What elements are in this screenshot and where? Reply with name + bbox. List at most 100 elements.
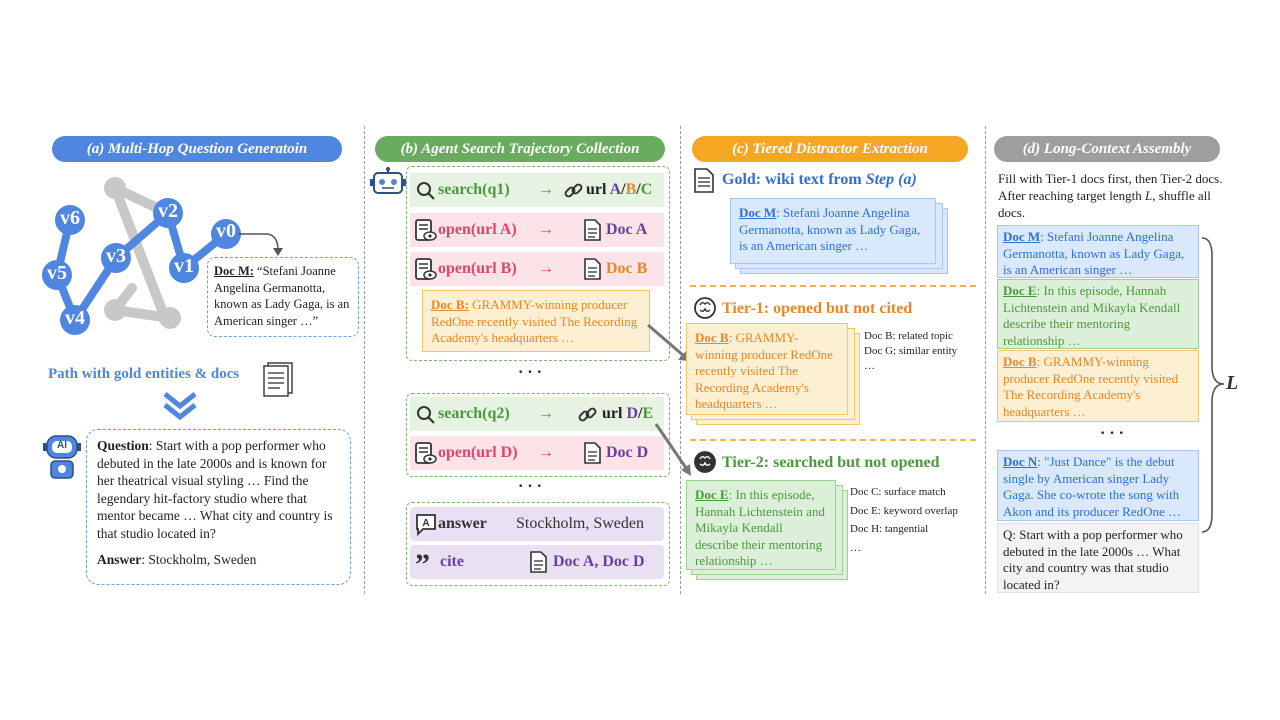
panel-c-header: (c) Tiered Distractor Extraction bbox=[692, 136, 968, 162]
answer-block bbox=[406, 502, 670, 586]
search-q1-label: search(q1) bbox=[438, 181, 510, 198]
graph-node-circle bbox=[211, 219, 241, 249]
doc-a-label: Doc A bbox=[606, 221, 648, 238]
assembled-doc-m: Doc M: Stefani Joanne Angelina Germanott… bbox=[997, 225, 1199, 278]
ai-badge-text: AI bbox=[57, 440, 67, 451]
document-icon bbox=[584, 442, 601, 464]
quote-icon: ” bbox=[415, 548, 430, 581]
node-v0: v0 bbox=[216, 220, 236, 242]
multi-hop-graph bbox=[42, 177, 283, 335]
answer-action-label: answer bbox=[438, 515, 487, 532]
open-doc-icon bbox=[415, 442, 437, 464]
tier1-note: Doc G: similar entity bbox=[864, 345, 958, 357]
question-box: Question: Start with a pop performer who… bbox=[86, 429, 351, 585]
search-q2-row: search(q2) → url D/E bbox=[410, 397, 664, 431]
svg-text:”: ” bbox=[415, 548, 430, 581]
trajectory-block-1 bbox=[406, 166, 670, 361]
search-q1-row: search(q1) → url A/B/C bbox=[410, 173, 664, 207]
link-icon bbox=[578, 407, 597, 422]
open-url-b-row: open(url B) → Doc B bbox=[410, 252, 664, 286]
double-chevron-icon bbox=[163, 392, 197, 421]
magnifier-icon bbox=[417, 406, 435, 424]
question-label: Question bbox=[97, 438, 149, 453]
node-v6: v6 bbox=[60, 207, 80, 229]
doc-b-card-text: GRAMMY-winning producer RedOne recently … bbox=[431, 297, 638, 345]
search-q2-label: search(q2) bbox=[438, 405, 510, 422]
open-url-a-label: open(url A) bbox=[438, 221, 517, 238]
ellipsis-b1: · · · bbox=[518, 364, 543, 381]
separator-c-d bbox=[985, 126, 986, 594]
graph-node-circle bbox=[55, 205, 85, 235]
assembled-doc-e: Doc E: In this episode, Hannah Lichtenst… bbox=[997, 279, 1199, 349]
question-text: : Start with a pop performer who debuted… bbox=[97, 438, 333, 541]
answer-text: : Stockholm, Sweden bbox=[141, 552, 257, 567]
doc-d-label: Doc D bbox=[606, 444, 649, 461]
panel-d-header: (d) Long-Context Assembly bbox=[994, 136, 1220, 162]
brace-label: L bbox=[1226, 372, 1239, 394]
tier1-title: Tier-1: opened but not cited bbox=[722, 300, 913, 317]
arrow-2: → bbox=[538, 221, 554, 238]
chat-icon: A bbox=[416, 514, 436, 537]
node-v5: v5 bbox=[47, 262, 67, 284]
ellipsis-b2: · · · bbox=[518, 478, 543, 495]
doc-m-text: “Stefani Joanne Angelina Germanotta, kno… bbox=[214, 264, 350, 328]
tier2-note: … bbox=[850, 541, 861, 554]
document-icon bbox=[584, 219, 601, 241]
url1-text: url A/B/C bbox=[586, 181, 653, 198]
open-doc-icon bbox=[415, 258, 437, 280]
tier2-title: Tier-2: searched but not opened bbox=[722, 454, 940, 471]
divider-c1 bbox=[690, 285, 976, 287]
ai-robot-icon bbox=[43, 435, 81, 479]
tier2-notes: Doc C: surface match Doc E: keyword over… bbox=[850, 483, 958, 557]
graph-node-circle bbox=[42, 260, 72, 290]
node-v1: v1 bbox=[174, 255, 194, 277]
open-url-a-row: open(url A) → Doc A bbox=[410, 213, 664, 247]
path-label: Path with gold entities & docs bbox=[48, 366, 240, 382]
document-icon bbox=[530, 551, 547, 573]
doc-m-label: Doc M: bbox=[214, 264, 254, 278]
ellipsis-d: · · · bbox=[1100, 425, 1125, 442]
separator-a-b bbox=[364, 126, 365, 594]
panel-b-header: (b) Agent Search Trajectory Collection bbox=[375, 136, 665, 162]
graph-nodes bbox=[42, 198, 241, 335]
node-v4: v4 bbox=[65, 307, 85, 329]
doc-b-label: Doc B bbox=[606, 260, 648, 277]
answer-label: Answer bbox=[97, 552, 142, 567]
panel-a-header: (a) Multi-Hop Question Generatoin bbox=[52, 136, 342, 162]
gold-title: Gold: wiki text from Step (a) bbox=[722, 171, 917, 188]
open-url-d-label: open(url D) bbox=[438, 444, 518, 461]
doc-b-card: Doc B: GRAMMY-winning producer RedOne re… bbox=[422, 290, 650, 352]
answer-row: A answer Stockholm, Sweden bbox=[410, 507, 664, 541]
document-icon bbox=[584, 258, 601, 280]
graph-node-circle bbox=[169, 253, 199, 283]
document-icon bbox=[694, 168, 714, 193]
brain-icon bbox=[694, 451, 716, 473]
cite-action-value: Doc A, Doc D bbox=[553, 553, 645, 570]
doc-m-callout: Doc M: “Stefani Joanne Angelina Germanot… bbox=[207, 257, 359, 337]
arrow-1: → bbox=[538, 181, 554, 198]
assembly-description: Fill with Tier-1 docs first, then Tier-2… bbox=[998, 171, 1223, 220]
svg-text:A: A bbox=[422, 518, 429, 529]
node-v3: v3 bbox=[106, 245, 126, 267]
tier1-card: Doc B: GRAMMY-winning producer RedOne re… bbox=[686, 323, 848, 415]
arrow-3: → bbox=[538, 260, 554, 277]
cite-row: ” cite Doc A, Doc D bbox=[410, 545, 664, 581]
arrow-5: → bbox=[538, 444, 554, 461]
stacked-docs-icon bbox=[263, 362, 293, 397]
assembled-question: Q: Start with a pop performer who debute… bbox=[997, 523, 1199, 593]
graph-node-circle bbox=[60, 305, 90, 335]
tier2-note: Doc C: surface match bbox=[850, 486, 946, 498]
open-doc-icon bbox=[415, 219, 437, 241]
arrow-4: → bbox=[538, 405, 554, 422]
tier2-card: Doc E: In this episode, Hannah Lichtenst… bbox=[686, 480, 836, 570]
brain-icon bbox=[694, 297, 716, 319]
answer-action-value: Stockholm, Sweden bbox=[516, 515, 644, 532]
tier2-note: Doc E: keyword overlap bbox=[850, 504, 958, 517]
link-icon bbox=[564, 183, 583, 198]
tier1-note: … bbox=[864, 360, 875, 372]
robot-icon bbox=[370, 167, 406, 194]
assembled-doc-b: Doc B: GRAMMY-winning producer RedOne re… bbox=[997, 350, 1199, 422]
doc-b-card-label: Doc B: bbox=[431, 297, 469, 312]
graph-node-circle bbox=[153, 198, 183, 228]
tier1-note: Doc B: related topic bbox=[864, 330, 953, 342]
